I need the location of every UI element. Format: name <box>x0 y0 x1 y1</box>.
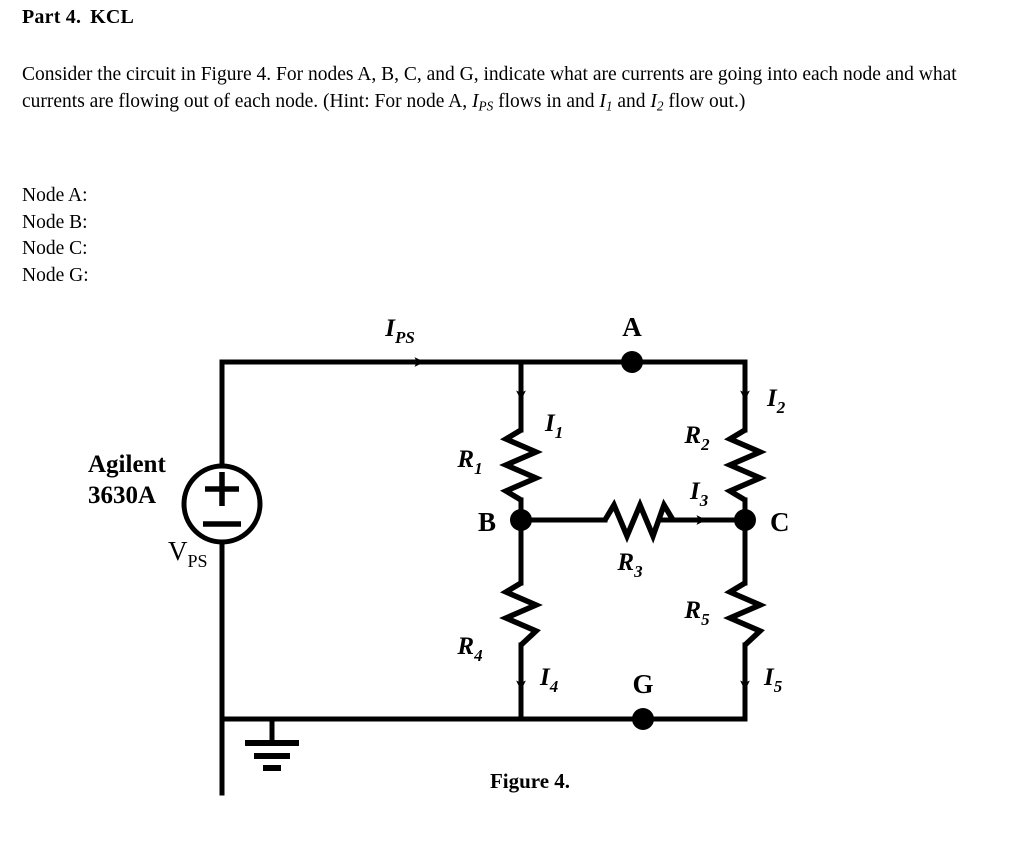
resistor-label-r4: R4 <box>456 633 482 665</box>
question-paragraph: Consider the circuit in Figure 4. For no… <box>22 62 967 115</box>
source-brand-line1: Agilent <box>88 451 166 478</box>
node-label-a: A <box>622 312 642 342</box>
question-text-and: and <box>612 90 651 112</box>
resistor-r2-symbol <box>723 427 767 503</box>
node-dot-g <box>632 708 654 730</box>
answer-line-node-g: Node G: <box>22 264 89 286</box>
current-label-i2: I2 <box>766 385 786 417</box>
part-number: Part 4. <box>22 6 82 28</box>
node-dot-c <box>734 509 756 531</box>
answer-line-node-b: Node B: <box>22 211 88 233</box>
resistor-label-r3: R3 <box>616 549 643 581</box>
symbol-i1: I1 <box>599 90 613 113</box>
ground-symbol <box>245 740 299 771</box>
resistor-label-r1: R1 <box>456 446 482 478</box>
node-label-g: G <box>632 669 653 699</box>
resistor-label-r2: R2 <box>683 422 710 454</box>
answer-blank-list: Node A: Node B: Node C: Node G: <box>22 183 89 289</box>
current-label-i5: I5 <box>763 664 783 696</box>
source-voltage-label: VPS <box>168 536 208 571</box>
node-dot-a <box>621 351 643 373</box>
resistor-label-r5: R5 <box>683 597 710 629</box>
page-title: Part 4. KCL <box>22 6 134 29</box>
question-text-mid: flows in and <box>493 90 600 112</box>
figure-4: A B C G R1 R2 R3 R4 R5 IPS I1 I2 I3 I4 I… <box>0 300 1024 862</box>
voltage-source-symbol <box>181 463 263 545</box>
node-label-c: C <box>770 507 790 537</box>
resistor-r3-symbol <box>602 497 676 544</box>
node-label-b: B <box>478 507 496 537</box>
resistor-r1-symbol <box>499 427 543 503</box>
question-text-pre: Consider the circuit in Figure 4. For no… <box>22 64 957 112</box>
answer-line-node-c: Node C: <box>22 238 88 259</box>
current-label-ips: IPS <box>384 315 415 347</box>
answer-line-node-a: Node A: <box>22 185 88 206</box>
current-label-i3: I3 <box>689 478 709 510</box>
symbol-ips: IPS <box>472 90 494 113</box>
symbol-i2: I2 <box>650 90 664 113</box>
figure-caption: Figure 4. <box>489 769 571 793</box>
current-label-i4: I4 <box>539 664 558 696</box>
question-text-end: flow out.) <box>663 90 746 112</box>
circuit-diagram: A B C G R1 R2 R3 R4 R5 IPS I1 I2 I3 I4 I… <box>88 312 790 796</box>
source-brand-line2: 3630A <box>88 482 156 509</box>
resistor-r4-symbol <box>499 580 543 648</box>
part-title: KCL <box>90 6 135 28</box>
resistor-r5-symbol <box>723 580 767 648</box>
node-dot-b <box>510 509 532 531</box>
current-label-i1: I1 <box>544 410 563 442</box>
